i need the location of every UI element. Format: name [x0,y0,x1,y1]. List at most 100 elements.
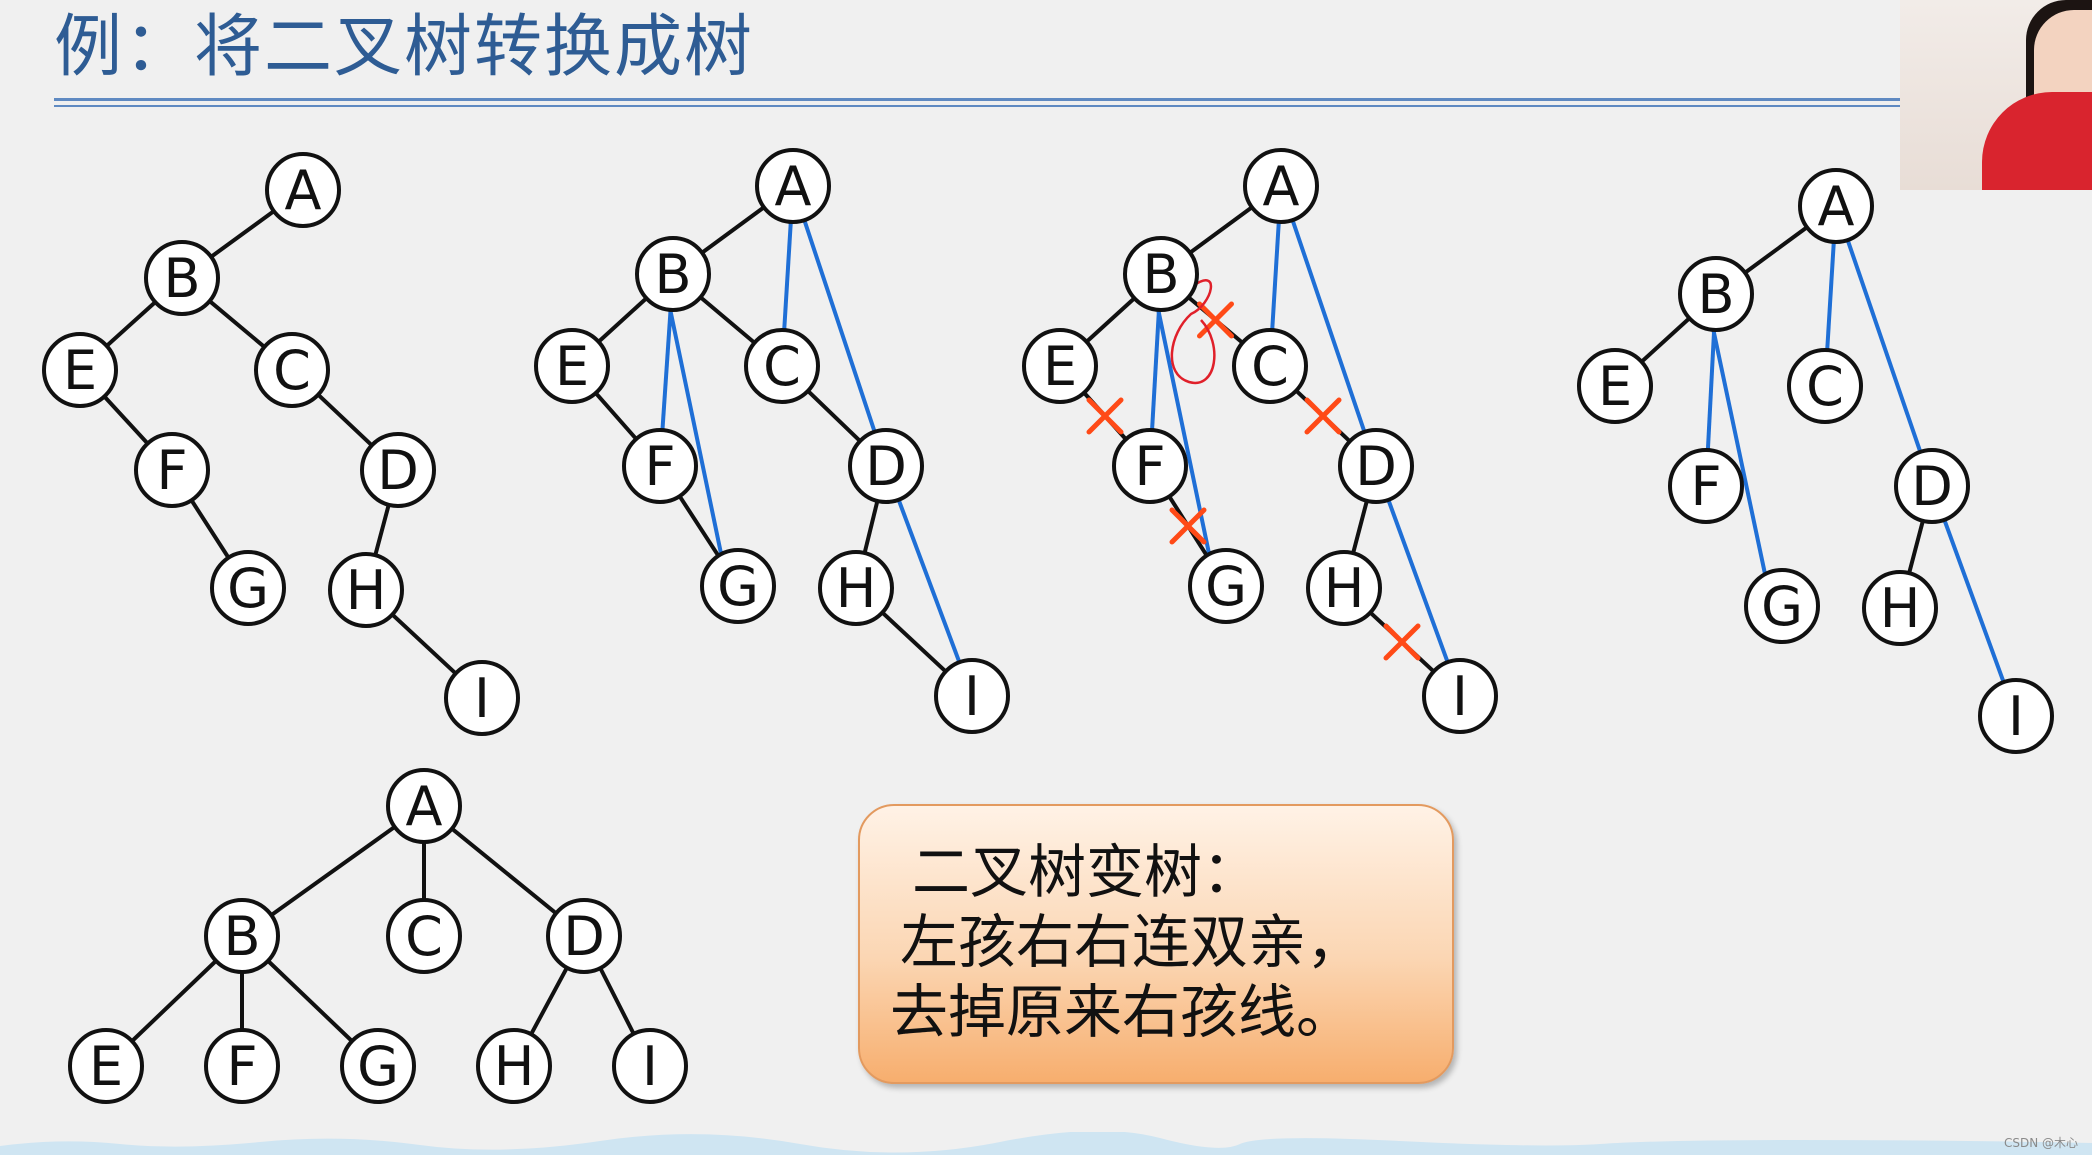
tree-node: H [328,552,404,628]
edge-E-F [594,391,638,441]
added-edge-B-F [660,309,673,431]
removed-edge-mark-E-F [1086,397,1124,435]
edge-D-H [529,966,569,1036]
tree-node-label: E [555,335,589,398]
tree-node: I [1422,658,1498,734]
tree-node: C [1787,348,1863,424]
added-edge-D-I [1942,519,2006,683]
edge-C-D [316,393,374,447]
tree-node: I [934,658,1010,734]
slide-title: 例：将二叉树转换成树 [54,8,755,87]
tree-node: I [612,1028,688,1104]
rule-callout-box: 二叉树变树： 左孩右右连双亲， 去掉原来右孩线。 [858,804,1454,1084]
tree-node-label: I [642,1035,658,1098]
tree-node-label: B [223,905,260,968]
tree-node: A [1243,148,1319,224]
tree-node: H [1306,550,1382,626]
tree-node: B [1123,236,1199,312]
tree-node: D [848,428,924,504]
tree-node-label: D [865,435,907,498]
tree-node-label: F [644,435,675,498]
edge-B-E [1640,316,1691,364]
removed-edge-mark-C-D [1304,397,1342,435]
added-edge-D-I [1386,499,1450,663]
tree-node-label: B [163,247,200,310]
tree-result: A B C D E F G H I [68,768,688,1104]
tree-node-label: G [717,555,759,618]
tree-node-label: E [1598,355,1632,418]
tree-node: H [1862,570,1938,646]
watermark: CSDN @木心 [2003,1136,2078,1150]
tree-node: G [700,548,776,624]
tree-node: D [360,432,436,508]
tree-node-label: D [1355,435,1397,498]
tree-node-label: F [1134,435,1165,498]
edge-D-H [373,504,391,556]
tree-node: E [42,332,118,408]
tree-node: B [1678,256,1754,332]
edge-D-H [1351,500,1369,554]
tree-node-label: A [1818,175,1855,238]
tree-node: E [534,328,610,404]
tree-node-label: B [1142,243,1179,306]
added-edge-A-C [782,221,793,331]
edge-D-H [862,500,880,554]
edge-F-G [189,499,231,559]
tree-node-label: H [346,559,387,622]
tree-node-label: A [775,155,812,218]
tree-node-label: H [494,1035,535,1098]
added-edge-B-F [1705,329,1717,451]
edge-B-C [208,299,266,349]
added-edge-D-I [896,499,962,663]
tree-node-label: E [89,1035,123,1098]
tree-node: G [210,550,286,626]
tree-node-label: G [227,557,269,620]
footer-wave-decoration [0,1132,2092,1155]
tree-node: E [68,1028,144,1104]
added-edge-A-C [1270,221,1281,331]
tree-node-label: F [226,1035,257,1098]
tree-node-label: D [563,905,605,968]
tree-node-label: A [1263,155,1300,218]
tree-node: I [444,660,520,736]
tree-node: G [1744,568,1820,644]
tree-node-label: G [1205,555,1247,618]
tree-node: F [1668,448,1744,524]
tree-node-label: G [357,1035,399,1098]
tree-node-label: C [405,905,443,968]
tree-node-label: I [1452,665,1468,728]
tree-node: B [144,240,220,316]
tree-node: A [386,768,462,844]
tree-node-label: C [273,339,311,402]
tree-node-label: G [1761,575,1803,638]
edge-A-B [1188,205,1254,255]
tree-node: E [1577,348,1653,424]
edge-D-H [1907,520,1925,574]
tree-node: B [635,236,711,312]
tree-node-label: I [2008,685,2024,748]
edge-A-B [1743,225,1809,275]
red-annotation-scribble [1170,279,1216,385]
tree-cleaned: A BE CF D G H I [1577,168,2054,754]
tree-node-label: H [1880,577,1921,640]
edge-A-D [450,827,558,915]
tree-node: A [755,148,831,224]
tree-node: D [1894,448,1970,524]
tree-node: C [386,898,462,974]
tree-node: E [1022,328,1098,404]
title-underline-bottom [54,105,1900,107]
edge-F-G [677,495,721,557]
tree-node: H [818,550,894,626]
tree-node: I [1978,678,2054,754]
tree-node-label: I [474,667,490,730]
tree-node-label: C [1251,335,1289,398]
added-edge-A-C [1825,241,1836,351]
tree-node: C [744,328,820,404]
tree-node: C [1232,328,1308,404]
tree-node: F [204,1028,280,1104]
tree-node-label: C [1806,355,1844,418]
